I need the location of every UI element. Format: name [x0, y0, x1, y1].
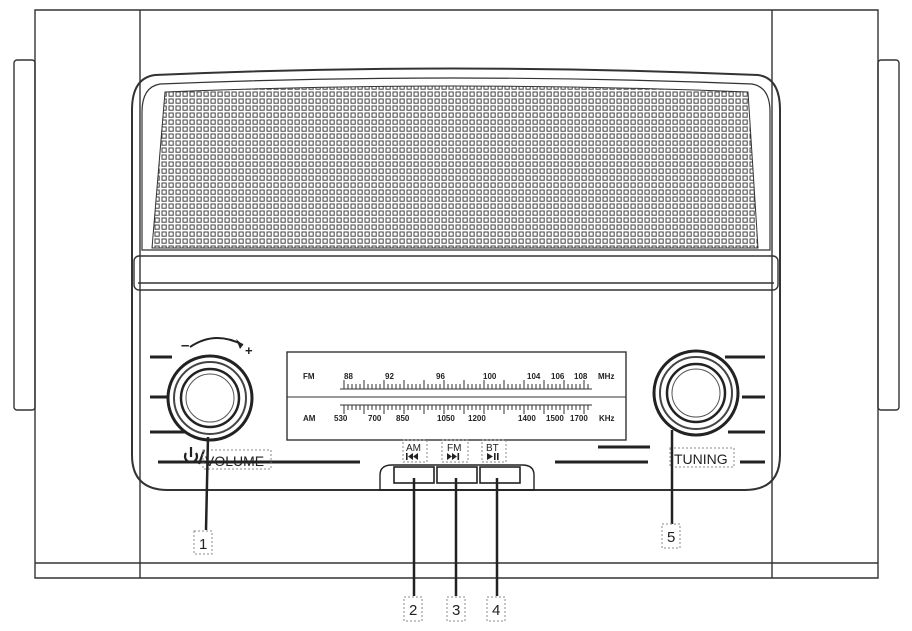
volume-minus-label: – — [181, 337, 189, 354]
am-band-label: AM — [303, 414, 316, 423]
am-tick-1500: 1500 — [546, 414, 564, 423]
callout-4-label: 4 — [492, 602, 500, 619]
volume-direction-arrow — [189, 337, 244, 349]
callout-1: 1 — [193, 530, 213, 555]
volume-plus-label: + — [245, 343, 253, 358]
push-button-housing — [379, 464, 535, 491]
volume-knob[interactable] — [166, 354, 254, 442]
fm-tick-108: 108 — [574, 372, 588, 381]
am-tick-1400: 1400 — [518, 414, 536, 423]
speaker-grille — [151, 85, 759, 249]
callout-5-label: 5 — [667, 529, 675, 546]
grille-bar — [133, 255, 779, 291]
fm-tick-96: 96 — [436, 372, 445, 381]
left-handle — [13, 59, 36, 411]
tuning-dial: FM 88 92 96 100 104 106 108 MHz AM 530 7… — [286, 351, 627, 441]
callout-3: 3 — [446, 596, 466, 622]
fm-band-label: FM — [303, 372, 315, 381]
callout-2: 2 — [403, 596, 423, 622]
am-button-label: AM — [406, 443, 421, 454]
am-tick-1050: 1050 — [437, 414, 455, 423]
am-tick-530: 530 — [334, 414, 348, 423]
volume-label: VOLUME — [205, 453, 264, 469]
tuning-knob[interactable] — [652, 349, 740, 437]
fm-button-label: FM — [447, 443, 461, 454]
fm-tick-92: 92 — [385, 372, 394, 381]
fm-tick-104: 104 — [527, 372, 541, 381]
fm-unit: MHz — [598, 372, 614, 381]
bt-button-label: BT — [486, 443, 499, 454]
fm-tick-100: 100 — [483, 372, 497, 381]
callout-1-label: 1 — [199, 536, 207, 553]
callout-4: 4 — [486, 596, 506, 622]
band-button-labels: AM FM BT — [402, 439, 507, 463]
callout-3-label: 3 — [452, 602, 460, 619]
play-pause-icon — [487, 453, 499, 460]
bt-play-button[interactable] — [479, 466, 521, 484]
previous-track-icon — [406, 453, 418, 460]
am-tick-700: 700 — [368, 414, 382, 423]
am-unit: KHz — [599, 414, 615, 423]
am-tick-1700: 1700 — [570, 414, 588, 423]
fm-tick-106: 106 — [551, 372, 565, 381]
fm-tick-88: 88 — [344, 372, 353, 381]
callout-5: 5 — [661, 523, 681, 549]
next-track-icon — [447, 453, 460, 460]
tuning-label: TUNING — [674, 451, 728, 467]
front-panel — [131, 67, 781, 491]
right-handle — [877, 59, 900, 411]
am-tick-1200: 1200 — [468, 414, 486, 423]
callout-lines — [204, 430, 674, 596]
callout-2-label: 2 — [409, 602, 417, 619]
am-tick-850: 850 — [396, 414, 410, 423]
power-icon — [183, 447, 206, 465]
